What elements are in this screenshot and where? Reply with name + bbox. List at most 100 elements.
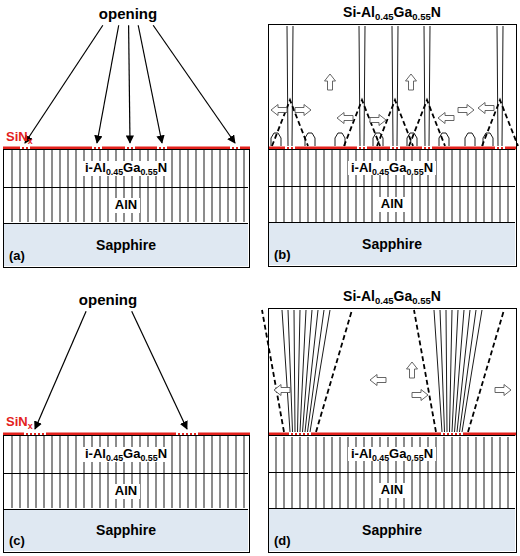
drawing-stroke xyxy=(300,310,306,432)
drawing-stroke xyxy=(429,26,430,146)
text-run: N xyxy=(158,446,167,461)
drawing-stroke xyxy=(337,113,353,124)
drawing-stroke xyxy=(468,310,504,432)
text-run: Ga xyxy=(394,4,413,20)
drawing-stroke xyxy=(478,103,494,114)
layer-label: i-Al0.45Ga0.55N xyxy=(82,161,170,176)
text-run: Ga xyxy=(389,160,406,175)
drawing-stroke xyxy=(272,100,308,146)
text-subscript: 0.45 xyxy=(372,166,389,176)
text-run: i-Al xyxy=(85,160,106,175)
epi-layer: i-Al0.45Ga0.55N xyxy=(269,435,515,472)
panel-label: (a) xyxy=(9,249,25,264)
drawing-stroke xyxy=(465,133,475,146)
text-subscript: x xyxy=(28,421,33,431)
mask-label: SiNx xyxy=(6,130,33,145)
layer-label: AlN xyxy=(112,484,140,499)
panel-frame: (b) Si-Al0.45Ga0.55N i-Al0.45Ga0.55N AlN Sap… xyxy=(268,24,517,267)
text-subscript: 0.55 xyxy=(412,295,431,306)
drawing-stroke xyxy=(439,133,449,146)
text-subscript: 0.45 xyxy=(106,167,123,177)
drawing-stroke xyxy=(502,26,503,146)
text-subscript: 0.55 xyxy=(140,453,157,463)
text-run: Ga xyxy=(394,288,413,304)
text-run: Ga xyxy=(389,446,406,461)
text-run: N xyxy=(424,446,433,461)
text-run: AlN xyxy=(381,196,403,211)
panel-label: (b) xyxy=(274,248,291,263)
drawing-stroke xyxy=(35,311,86,429)
drawing-stroke xyxy=(495,385,511,396)
drawing-stroke xyxy=(450,310,453,432)
text-run: opening xyxy=(99,5,157,22)
layer-label: Sapphire xyxy=(362,236,422,252)
text-run: Sapphire xyxy=(96,522,156,538)
text-run: N xyxy=(158,160,167,175)
drawing-stroke xyxy=(407,362,418,378)
text-run: N xyxy=(424,160,433,175)
layer-label: Sapphire xyxy=(96,522,156,538)
drawing-stroke xyxy=(414,310,436,432)
epi-layer: i-Al0.45Ga0.55N xyxy=(4,436,248,473)
text-subscript: 0.45 xyxy=(106,453,123,463)
drawing-stroke xyxy=(271,133,281,146)
layer-label: i-Al0.45Ga0.55N xyxy=(348,447,436,462)
layer-label: AlN xyxy=(378,483,406,498)
text-run: i-Al xyxy=(85,446,106,461)
text-subscript: 0.55 xyxy=(140,167,157,177)
text-run: Sapphire xyxy=(362,236,422,252)
drawing-stroke xyxy=(292,26,293,146)
drawing-stroke xyxy=(295,105,311,116)
text-subscript: 0.45 xyxy=(372,452,389,462)
drawing-stroke xyxy=(446,310,447,432)
text-run: AlN xyxy=(381,482,403,497)
drawing-stroke xyxy=(373,133,383,146)
text-subscript: 0.55 xyxy=(406,452,423,462)
text-run: SiN xyxy=(6,414,28,429)
text-run: Ga xyxy=(123,160,140,175)
text-subscript: x xyxy=(28,136,33,146)
dislocation-lines xyxy=(5,436,249,508)
text-run: Si-Al xyxy=(343,4,375,20)
growth-layer: Si-Al0.45Ga0.55N xyxy=(269,25,515,149)
growth-layer: Si-Al0.45Ga0.55N xyxy=(269,309,515,435)
drawing-stroke xyxy=(271,105,287,116)
layer-label: i-Al0.45Ga0.55N xyxy=(348,161,436,176)
layer-label: Sapphire xyxy=(362,522,422,538)
drawing-stroke xyxy=(407,133,417,146)
layer-label: Si-Al0.45Ga0.55N xyxy=(341,288,443,304)
drawing-stroke xyxy=(298,310,301,432)
drawing-stroke xyxy=(132,311,187,429)
drawing-stroke xyxy=(335,133,345,146)
text-run: AlN xyxy=(115,483,137,498)
drawing-stroke xyxy=(409,100,445,146)
drawing-stroke xyxy=(288,310,293,432)
drawing-stroke xyxy=(440,310,445,432)
opening-label: opening xyxy=(99,5,157,22)
layer-label: AlN xyxy=(378,197,406,212)
text-run: Sapphire xyxy=(96,237,156,253)
layer-label: Si-Al0.45Ga0.55N xyxy=(341,4,443,20)
text-run: SiN xyxy=(6,129,28,144)
dislocation-lines xyxy=(5,150,249,222)
text-run: Sapphire xyxy=(362,522,422,538)
text-run: N xyxy=(431,288,441,304)
panel-frame: (a)i-Al0.45Ga0.55NAlNSapphire xyxy=(3,149,250,268)
text-run: (a) xyxy=(9,248,25,263)
drawing-stroke xyxy=(424,26,425,146)
panel-frame: (c) i-Al0.45Ga0.55N AlN Sapphire xyxy=(3,435,250,553)
drawing-stroke xyxy=(153,25,235,143)
panel-label: (c) xyxy=(9,534,25,549)
text-run: (d) xyxy=(274,533,291,548)
drawing-stroke xyxy=(483,133,493,146)
text-run: (b) xyxy=(274,247,291,262)
mask-label: SiNx xyxy=(6,415,33,430)
panel-frame: (d) Si-Al0.45Ga0.55N i-Al0.45Ga0.55N AlN Sap… xyxy=(268,308,517,553)
drawing-stroke xyxy=(305,133,315,146)
layer-label: Sapphire xyxy=(96,237,156,253)
drawing-stroke xyxy=(138,25,162,143)
growth-features xyxy=(262,26,518,432)
substrate-layer: Sapphire xyxy=(4,223,248,266)
drawing-stroke xyxy=(412,390,428,401)
